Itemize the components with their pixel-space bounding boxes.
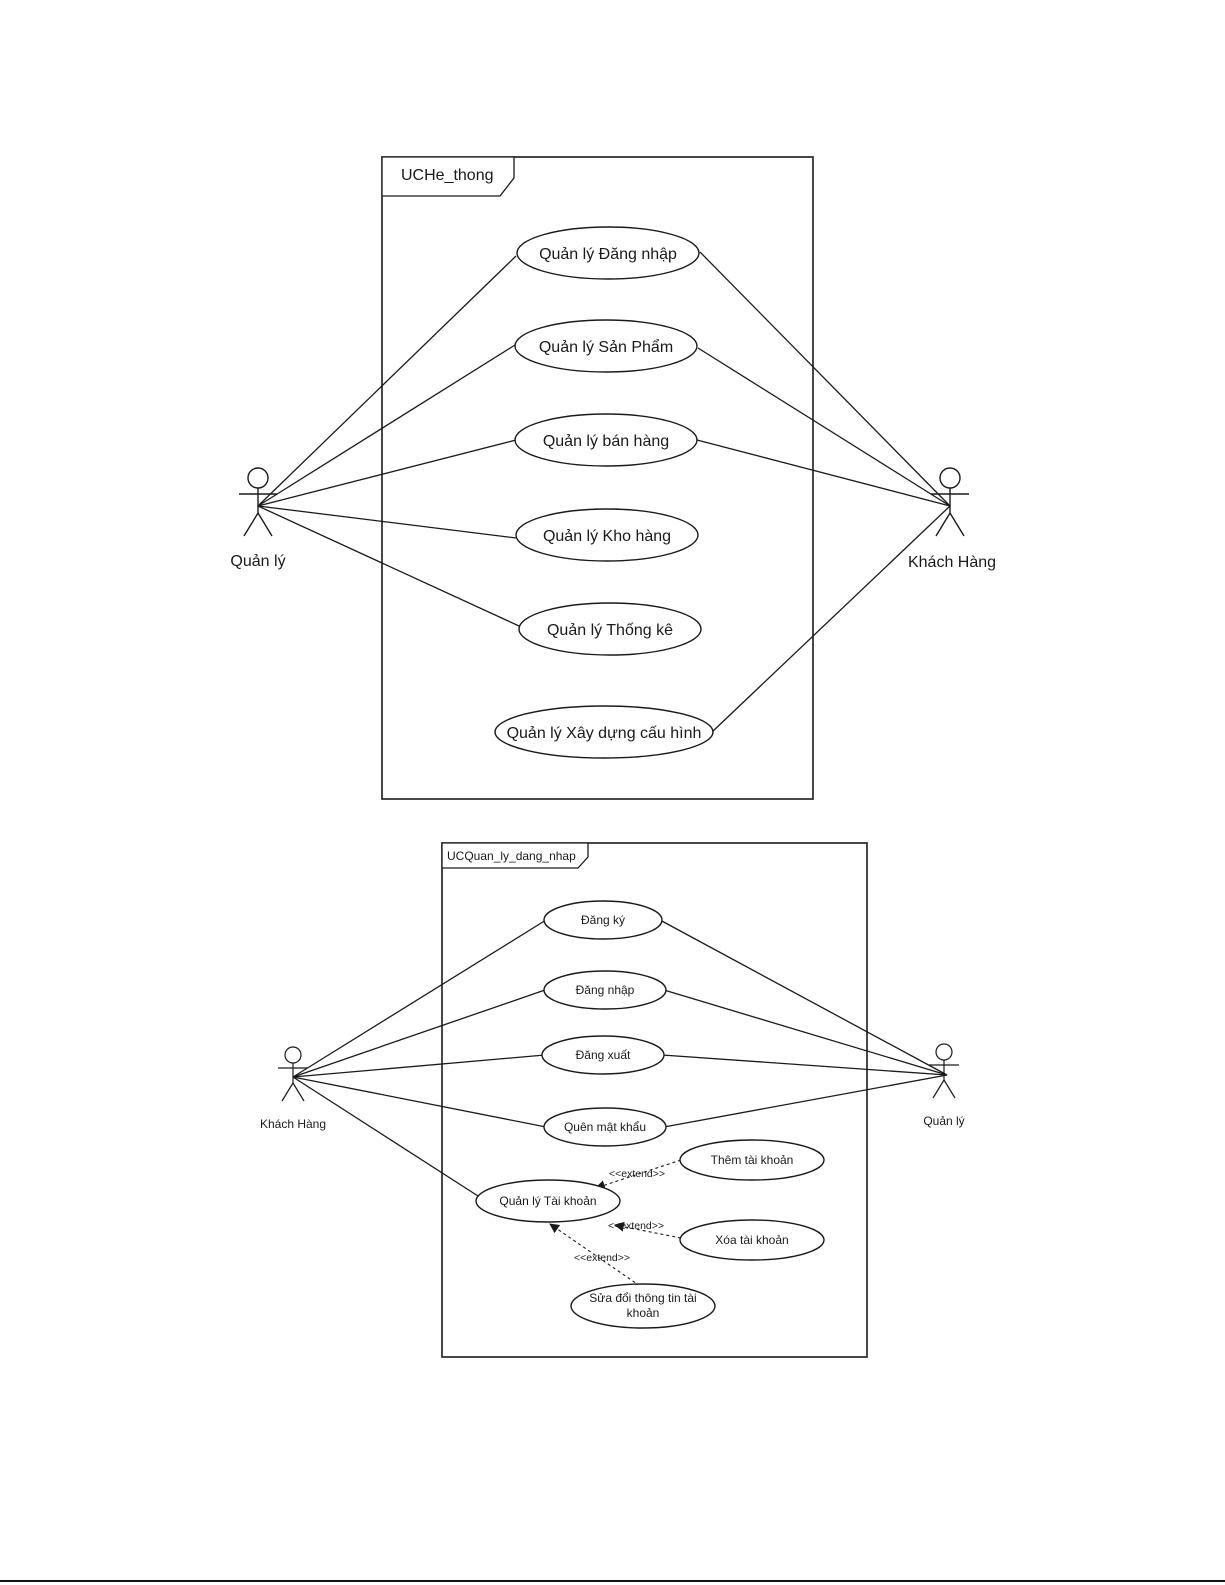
page-bottom-rule bbox=[0, 1580, 1225, 1582]
extend-label: <<extend>> bbox=[608, 1220, 664, 1232]
use-case-label: Đăng nhập bbox=[576, 983, 635, 997]
extend-label: <<extend>> bbox=[609, 1168, 665, 1180]
assoc-line bbox=[663, 989, 948, 1076]
use-case-label: Quản lý Đăng nhập bbox=[539, 246, 677, 263]
use-case-label: Quên mật khẩu bbox=[564, 1120, 646, 1134]
assoc-line bbox=[699, 251, 951, 507]
use-case-oval bbox=[514, 413, 698, 467]
assoc-line bbox=[661, 1054, 948, 1076]
login-frame-tab bbox=[441, 842, 589, 869]
actor-label: Khách Hàng bbox=[908, 554, 996, 571]
login-frame bbox=[441, 842, 868, 1358]
actor-stick-figure bbox=[239, 467, 277, 537]
extend-arrow bbox=[595, 1159, 682, 1190]
use-case-label: Đăng xuất bbox=[576, 1048, 631, 1062]
use-case-label: Quản lý Tài khoản bbox=[499, 1194, 596, 1208]
use-case-label: Quản lý Xây dựng cấu hình bbox=[507, 725, 702, 742]
assoc-line bbox=[292, 1076, 479, 1197]
actor-label: Quản lý bbox=[230, 553, 285, 570]
use-case-oval bbox=[541, 1035, 665, 1075]
use-case-label: Thêm tài khoản bbox=[711, 1153, 794, 1167]
system-frame-tab bbox=[381, 156, 515, 197]
assoc-line bbox=[257, 255, 517, 507]
diagram-login: UCQuan_ly_dang_nhap <<extend>> <<extend>… bbox=[260, 842, 965, 1358]
use-case-oval bbox=[543, 970, 667, 1010]
assoc-line bbox=[659, 919, 948, 1076]
extend-arrow bbox=[614, 1221, 682, 1239]
use-case-label: Xóa tài khoản bbox=[715, 1233, 788, 1247]
actor-label: Khách Hàng bbox=[260, 1117, 326, 1131]
assoc-line bbox=[711, 505, 951, 733]
use-case-oval bbox=[514, 319, 698, 373]
system-frame-label: UCHe_thong bbox=[401, 167, 494, 184]
actor-label: Quản lý bbox=[923, 1114, 964, 1128]
use-case-label: Quản lý Thống kê bbox=[547, 622, 673, 639]
assoc-line bbox=[697, 347, 951, 507]
extend-arrow bbox=[549, 1223, 641, 1287]
use-case-oval bbox=[543, 1107, 667, 1147]
assoc-line bbox=[257, 439, 517, 507]
use-case-oval bbox=[516, 226, 700, 280]
assoc-line bbox=[292, 919, 547, 1078]
use-case-oval bbox=[494, 705, 714, 759]
assoc-line bbox=[257, 505, 517, 539]
actor-stick-figure bbox=[931, 467, 969, 537]
use-case-oval bbox=[518, 602, 702, 656]
use-case-oval bbox=[679, 1139, 825, 1181]
use-case-oval bbox=[570, 1283, 716, 1329]
assoc-line bbox=[292, 1076, 547, 1128]
assoc-line bbox=[257, 344, 516, 507]
use-case-oval bbox=[515, 508, 699, 562]
assoc-line bbox=[663, 1074, 948, 1128]
use-case-label: khoản bbox=[627, 1306, 660, 1320]
login-frame-label: UCQuan_ly_dang_nhap bbox=[447, 849, 576, 863]
use-case-label: Quản lý Kho hàng bbox=[543, 528, 671, 545]
system-frame bbox=[381, 156, 814, 800]
assoc-line bbox=[696, 439, 951, 507]
diagram-system: UCHe_thong Quản lý Đăng nhập Quản lý Sản… bbox=[230, 156, 996, 800]
use-case-oval bbox=[543, 900, 663, 940]
assoc-line bbox=[257, 505, 520, 627]
actor-stick-figure bbox=[929, 1043, 959, 1099]
use-case-oval bbox=[679, 1219, 825, 1261]
assoc-line bbox=[292, 989, 546, 1078]
use-case-label: Quản lý Sản Phẩm bbox=[539, 338, 673, 356]
use-case-label: Đăng ký bbox=[581, 913, 625, 927]
extend-label: <<extend>> bbox=[574, 1252, 630, 1264]
use-case-label: Quản lý bán hàng bbox=[543, 433, 669, 450]
use-case-label: Sửa đổi thông tin tài bbox=[589, 1291, 696, 1305]
assoc-line bbox=[292, 1054, 546, 1078]
use-case-oval bbox=[475, 1179, 621, 1223]
actor-stick-figure bbox=[278, 1046, 308, 1102]
